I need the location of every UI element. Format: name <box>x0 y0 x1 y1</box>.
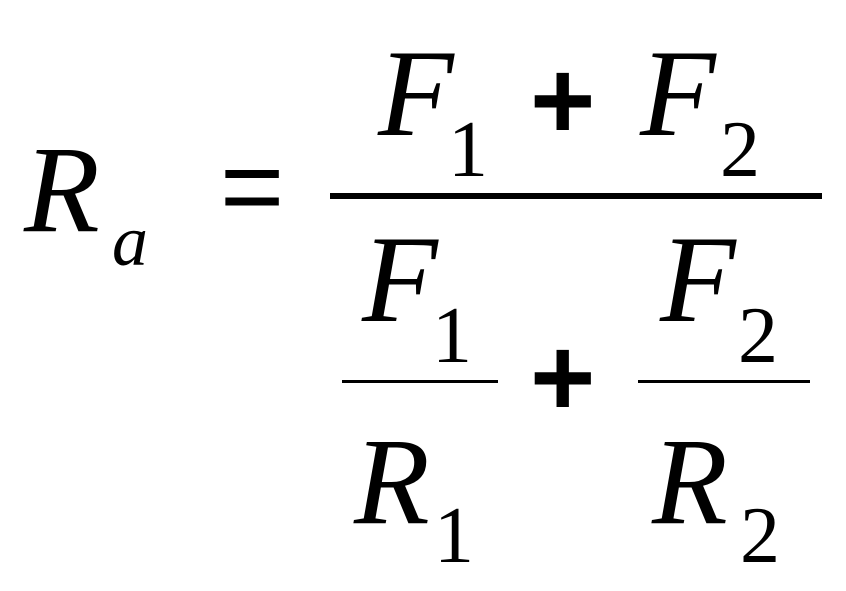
denominator-frac1-den-symbol: R <box>354 413 430 550</box>
numerator-plus: + <box>530 38 596 163</box>
numerator-term2-subscript: 2 <box>720 106 760 194</box>
denominator-frac1-num-subscript: 1 <box>432 292 472 380</box>
denominator-frac2-den-symbol: R <box>652 413 728 550</box>
denominator-frac1-bar <box>342 380 498 383</box>
numerator-term1-symbol: F <box>378 25 454 162</box>
numerator-term1-subscript: 1 <box>448 106 488 194</box>
denominator-frac2-den-subscript: 2 <box>740 492 780 580</box>
lhs-symbol: R <box>24 121 100 258</box>
lhs-subscript: a <box>112 201 148 281</box>
numerator-term2-symbol: F <box>640 25 716 162</box>
denominator-frac2-num-subscript: 2 <box>738 292 778 380</box>
denominator-frac1-num-symbol: F <box>362 211 438 348</box>
denominator-plus: + <box>530 315 596 440</box>
equals-sign: = <box>220 125 285 248</box>
denominator-frac2-bar <box>638 380 810 383</box>
denominator-frac2-num-symbol: F <box>660 211 736 348</box>
denominator-frac1-den-subscript: 1 <box>434 492 474 580</box>
main-fraction-bar <box>330 193 822 199</box>
